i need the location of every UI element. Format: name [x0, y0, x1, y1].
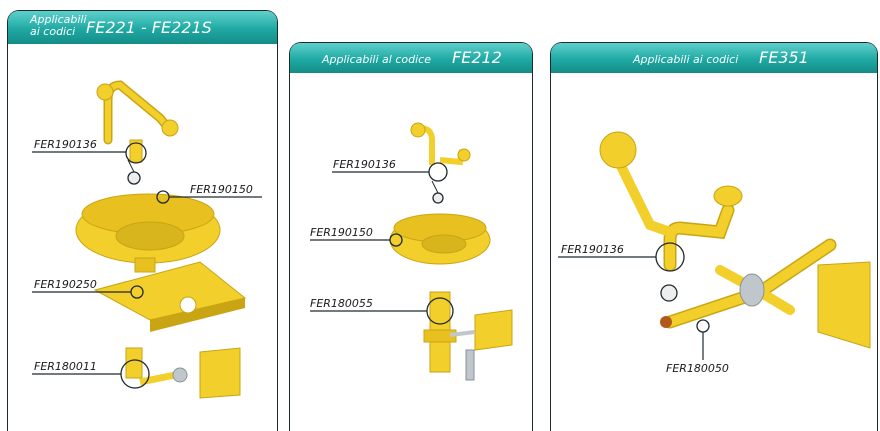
header-prefix-line1: Applicabili — [30, 13, 87, 26]
part-label-fer180055: FER180055 — [310, 297, 373, 310]
pipe-valve-part — [660, 238, 871, 349]
part-label-fer190136: FER190136 — [34, 138, 97, 151]
part-label-fer190150: FER190150 — [310, 226, 373, 239]
bracket-part — [93, 261, 247, 332]
header-prefix-line2: ai codici — [30, 25, 76, 38]
eyewash-head-part — [599, 131, 743, 272]
valve-assembly-part — [423, 291, 513, 381]
header-codes: FE351 — [759, 48, 809, 67]
eyewash-head-part — [410, 122, 471, 166]
bowl-part — [75, 193, 221, 273]
part-label-fer190136: FER190136 — [333, 158, 396, 171]
header-prefix: Applicabili ai codici — [633, 53, 739, 66]
part-label-fer190250: FER190250 — [34, 278, 97, 291]
panel-header: Applicabili al codice FE212 — [290, 43, 532, 73]
bowl-part — [389, 213, 491, 265]
part-label-fer190136: FER190136 — [561, 243, 624, 256]
eyewash-head-part — [96, 80, 179, 163]
part-label-fer190150: FER190150 — [190, 183, 253, 196]
valve-part — [125, 347, 241, 399]
header-codes: FE221 - FE221S — [86, 18, 212, 37]
panel-header: Applicabili ai codici FE351 — [551, 43, 877, 73]
panel-header: Applicabili ai codici FE221 - FE221S — [8, 11, 277, 44]
part-label-fer180050: FER180050 — [666, 362, 729, 375]
callout-circle — [125, 142, 147, 164]
header-prefix: Applicabili al codice — [322, 53, 431, 66]
part-label-fer180011: FER180011 — [34, 360, 97, 373]
panel-fe351: Applicabili ai codici FE351 — [550, 42, 878, 431]
header-codes: FE212 — [452, 48, 502, 67]
